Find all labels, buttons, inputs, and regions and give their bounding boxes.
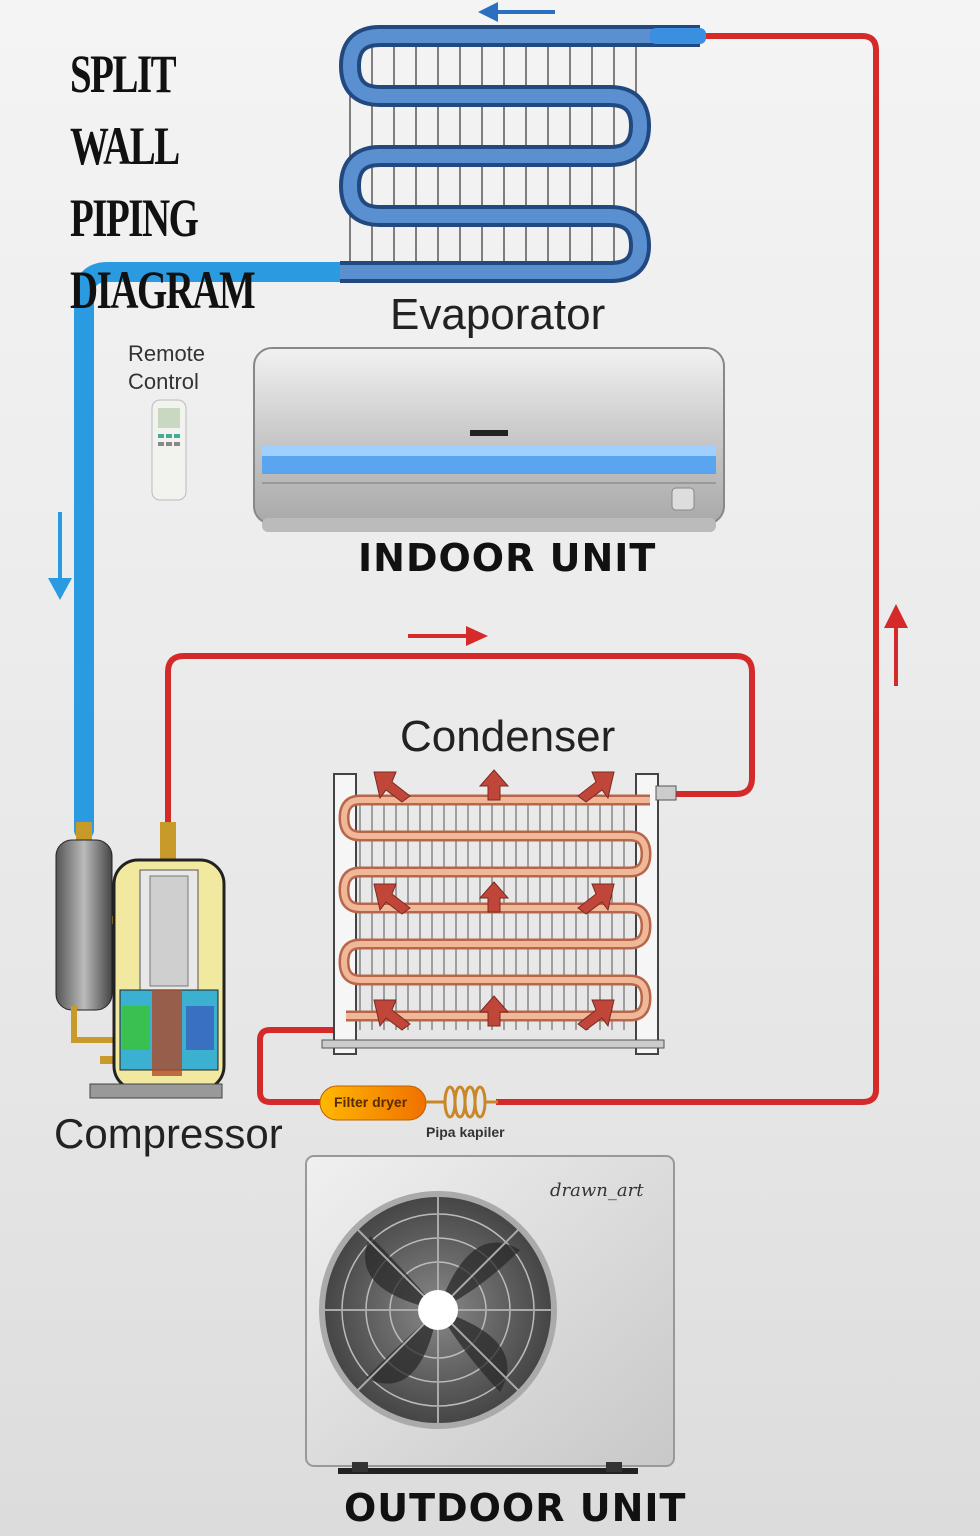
fan-icon — [319, 1191, 557, 1429]
flow-arrow-up-icon — [884, 604, 908, 686]
heat-arrow-icon — [373, 769, 615, 1031]
compressor-label: Compressor — [54, 1110, 283, 1157]
outdoor-unit-label: OUTDOOR UNIT — [344, 1486, 687, 1530]
indoor-unit — [253, 347, 725, 532]
title-line-3: DIAGRAM — [70, 260, 256, 320]
condenser-coil — [321, 773, 677, 1055]
indoor-unit-label: INDOOR UNIT — [358, 536, 657, 580]
remote-control — [151, 399, 187, 501]
flow-arrow-icon — [478, 2, 555, 22]
signature: drawn_art — [550, 1180, 644, 1201]
diagram-title: SPLIT WALL PIPING DIAGRAM — [70, 38, 257, 326]
capillary-label: Pipa kapiler — [426, 1124, 505, 1140]
flow-arrow-right-icon — [408, 626, 488, 646]
evaporator-label: Evaporator — [390, 290, 606, 339]
remote-control-label: Remote Control — [128, 340, 205, 396]
remote-label-line-1: Remote — [128, 341, 206, 366]
hot-discharge-pipe — [165, 653, 755, 830]
title-line-1: SPLIT WALL — [70, 44, 180, 176]
filter-dryer-label: Filter dryer — [334, 1094, 408, 1110]
title-line-2: PIPING — [70, 188, 199, 248]
remote-label-line-2: Control — [128, 369, 199, 394]
compressor — [55, 822, 226, 1099]
flow-arrow-down-icon — [48, 512, 72, 600]
cold-suction-pipe — [74, 262, 350, 840]
hot-liquid-pipe — [496, 33, 879, 1105]
evaporator-coil — [339, 25, 706, 283]
condenser-outlet-pipe — [257, 1027, 336, 1105]
capillary-tube — [426, 1085, 498, 1119]
condenser-label: Condenser — [400, 712, 616, 761]
